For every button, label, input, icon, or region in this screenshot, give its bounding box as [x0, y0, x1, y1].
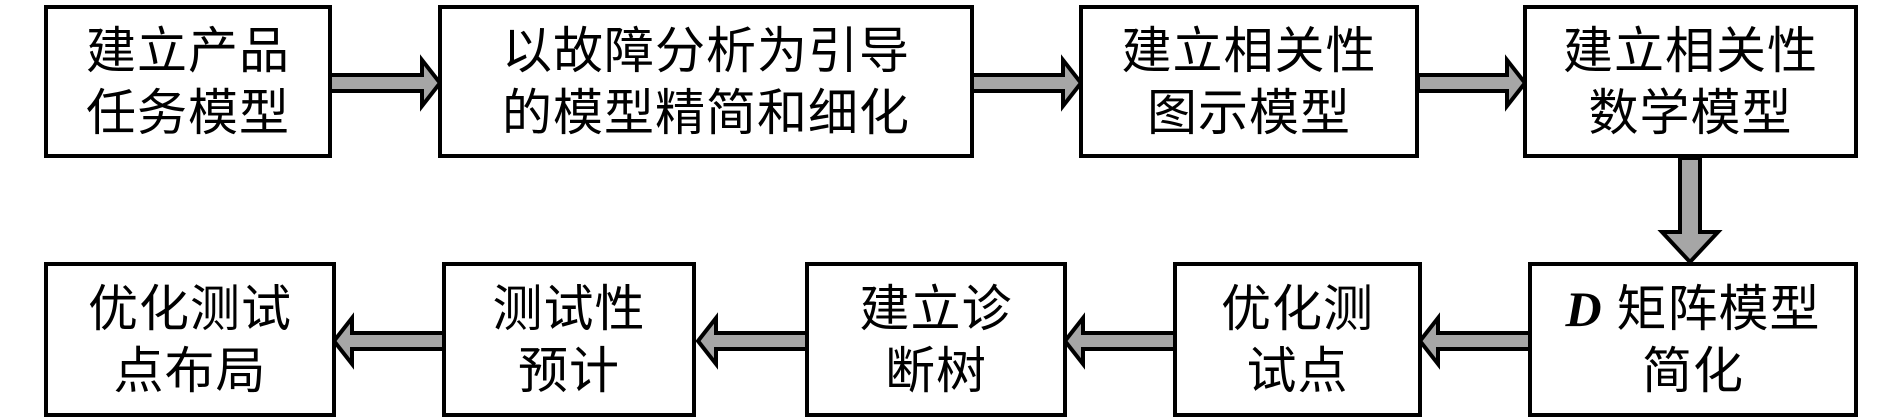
step-text-line: 简化	[1642, 341, 1744, 400]
step-text-line: 建立产品	[86, 21, 290, 80]
d-matrix-symbol: D	[1565, 280, 1603, 337]
step-text-line: 断树	[885, 341, 987, 400]
arrow-left-4	[331, 312, 446, 370]
step-text-line: 试点	[1246, 341, 1349, 400]
step-text-line: 优化测试	[88, 279, 292, 338]
step-text-line: 预计	[518, 341, 620, 400]
step-text-fragment: 矩阵模型	[1616, 279, 1821, 338]
step-text-line: 建立相关性	[1121, 21, 1377, 80]
step-text-line: 任务模型	[86, 83, 290, 142]
step-text-line: 数学模型	[1588, 83, 1793, 142]
step-text-line: 以故障分析为引导	[502, 21, 910, 80]
arrow-left-1	[1417, 312, 1532, 370]
arrow-right-3	[1416, 54, 1528, 112]
step-text-line: 点布局	[113, 341, 267, 400]
step-build-dependency-math-model: 建立相关性 数学模型	[1523, 5, 1858, 158]
step-text-line: 图示模型	[1147, 83, 1351, 142]
step-text-line: 建立相关性	[1563, 21, 1818, 80]
step-optimize-test-point-layout: 优化测试 点布局	[44, 262, 336, 417]
step-text-line: 优化测	[1221, 279, 1374, 338]
step-build-dependency-graph-model: 建立相关性 图示模型	[1079, 5, 1419, 158]
step-build-product-task-model: 建立产品 任务模型	[44, 5, 332, 158]
arrow-right-2	[970, 54, 1084, 112]
step-testability-prediction: 测试性 预计	[442, 262, 696, 417]
step-text-line: 建立诊	[859, 279, 1013, 338]
step-text-line: 测试性	[492, 279, 646, 338]
step-optimize-test-points: 优化测 试点	[1173, 262, 1422, 417]
step-fault-guided-model-refinement: 以故障分析为引导 的模型精简和细化	[438, 5, 974, 158]
arrow-left-2	[1062, 312, 1177, 370]
arrow-right-1	[328, 54, 443, 112]
step-build-diagnosis-tree: 建立诊 断树	[805, 262, 1067, 417]
step-text-line: 的模型精简和细化	[502, 83, 910, 142]
arrow-left-3	[695, 312, 809, 370]
arrow-down-1	[1657, 156, 1723, 265]
